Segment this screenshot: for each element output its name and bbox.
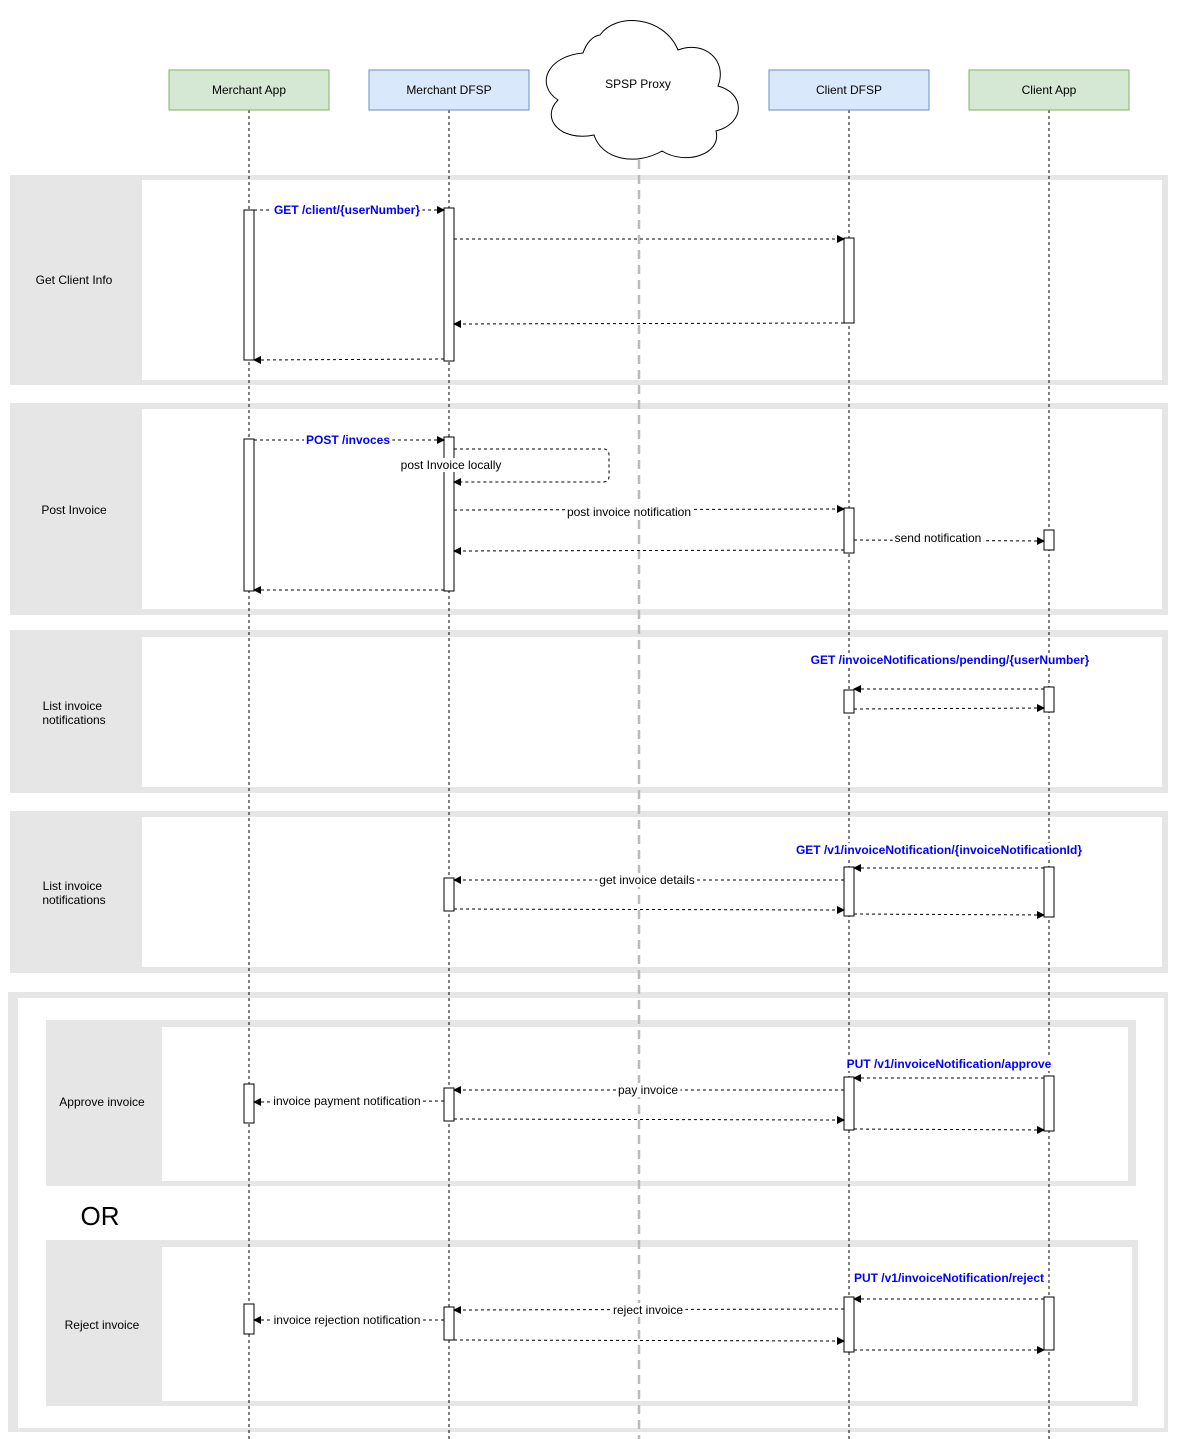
message-reject-invoice — [453, 1305, 845, 1314]
participant-label: Client DFSP — [816, 83, 882, 97]
section-approve-invoice: Approve invoice — [46, 1020, 1136, 1186]
label-background — [892, 531, 984, 545]
activations — [243, 207, 1055, 1353]
section-list-notifications-1: List invoice notifications — [10, 630, 1168, 793]
message-label-payment-notification: invoice payment notification — [273, 1094, 420, 1108]
label-background — [808, 653, 1092, 667]
participant-spsp-proxy: SPSP Proxy — [545, 20, 739, 160]
section-label-post-invoice: Post Invoice — [41, 503, 107, 517]
activation-bar — [1043, 866, 1055, 918]
label-background — [271, 203, 423, 217]
label-background — [793, 843, 1085, 857]
activation-bar — [1043, 1075, 1055, 1132]
section-list-notifications-2: List invoice notifications — [10, 811, 1168, 973]
api-label-put-approve: PUT /v1/invoiceNotification/approve — [847, 1057, 1052, 1071]
message-response-pending — [853, 704, 1045, 713]
section-label-list-notifications-1: List invoice notifications — [42, 699, 105, 727]
activation-bar — [1043, 529, 1055, 551]
api-label-get-client: GET /client/{userNumber} — [274, 203, 420, 217]
activation-bar — [1043, 686, 1055, 713]
message-response-approve — [853, 1125, 1045, 1134]
message-response-merchant-app — [253, 355, 445, 364]
activation-bar — [843, 507, 855, 554]
message-label-reject-invoice: reject invoice — [613, 1303, 683, 1317]
message-label-pay-invoice: pay invoice — [618, 1083, 678, 1097]
participant-client-app: Client App — [968, 69, 1130, 111]
api-label-put-reject: PUT /v1/invoiceNotification/reject — [854, 1271, 1044, 1285]
activation-bar — [443, 207, 455, 362]
participant-label: SPSP Proxy — [605, 77, 671, 91]
section-post-invoice: Post Invoice — [10, 403, 1168, 615]
activation-bar — [243, 1083, 255, 1124]
message-send-notification — [853, 536, 1045, 545]
section-get-client-info: Get Client Info — [10, 175, 1168, 385]
activation-bar — [443, 436, 455, 592]
message-response-pay — [453, 1115, 845, 1124]
section-label-reject-invoice: Reject invoice — [65, 1318, 140, 1332]
activation-bar — [243, 1303, 255, 1335]
label-background — [564, 505, 694, 519]
activation-bar — [843, 866, 855, 917]
participant-client-dfsp: Client DFSP — [768, 69, 930, 111]
activation-bar — [443, 877, 455, 912]
section-label-list-notifications-2: List invoice notifications — [42, 879, 105, 907]
activation-bar — [843, 689, 855, 714]
label-background — [303, 433, 393, 447]
activation-bar — [243, 209, 255, 361]
message-post-notification — [453, 505, 845, 514]
api-label-get-notification: GET /v1/invoiceNotification/{invoiceNoti… — [796, 843, 1082, 857]
activation-bar — [443, 1306, 455, 1341]
activation-bar — [1043, 1296, 1055, 1351]
activation-bar — [243, 438, 255, 592]
section-label-approve-invoice: Approve invoice — [59, 1095, 145, 1109]
label-background — [615, 1083, 681, 1097]
api-label-post-invoices: POST /invoces — [306, 433, 390, 447]
message-response-details — [453, 905, 845, 914]
label-background — [597, 873, 697, 887]
message-response-reject-invoice — [453, 1336, 845, 1345]
message-label-rejection-notification: invoice rejection notification — [274, 1313, 421, 1327]
message-response-notification — [853, 910, 1045, 919]
participant-merchant-app: Merchant App — [168, 69, 330, 111]
activation-bar — [443, 1087, 455, 1122]
section-label-get-client-info: Get Client Info — [36, 273, 113, 287]
message-label-post-notification: post invoice notification — [567, 505, 691, 519]
message-labels: GET /client/{userNumber} POST /invoces p… — [271, 203, 1092, 1327]
label-background — [271, 1094, 423, 1108]
participant-label: Merchant DFSP — [406, 83, 491, 97]
label-background — [851, 1271, 1047, 1285]
label-background — [271, 1313, 423, 1327]
participant-merchant-dfsp: Merchant DFSP — [368, 69, 530, 111]
api-label-get-pending: GET /invoiceNotifications/pending/{userN… — [811, 653, 1090, 667]
message-response-post-notification — [453, 546, 845, 555]
participant-label: Merchant App — [212, 83, 286, 97]
activation-bar — [843, 237, 855, 324]
activation-bar — [843, 1076, 855, 1131]
section-reject-invoice: Reject invoice — [46, 1240, 1138, 1406]
message-label-send-notification: send notification — [895, 531, 982, 545]
message-post-locally — [453, 448, 610, 486]
lifelines — [248, 110, 1050, 1439]
message-label-get-details: get invoice details — [599, 873, 694, 887]
participant-label: Client App — [1022, 83, 1077, 97]
label-background — [844, 1057, 1054, 1071]
label-background — [610, 1303, 686, 1317]
message-response-client-dfsp — [453, 319, 845, 328]
cloud-icon — [545, 20, 739, 160]
or-label: OR — [81, 1201, 120, 1231]
message-label-post-locally: post Invoice locally — [401, 458, 502, 472]
label-background — [398, 458, 504, 472]
activation-bar — [843, 1296, 855, 1353]
